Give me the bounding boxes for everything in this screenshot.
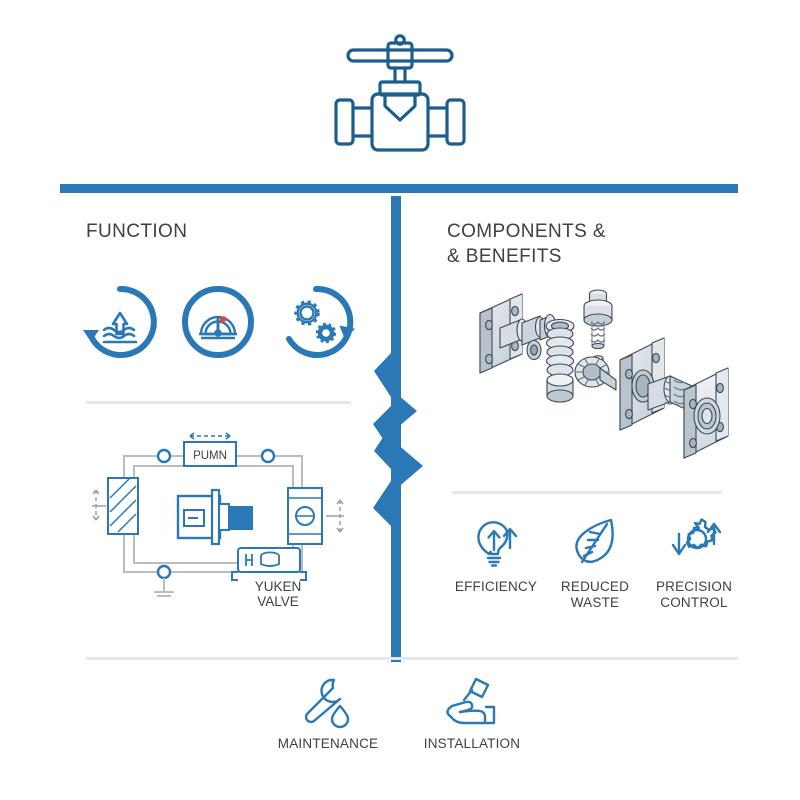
benefit-precision-control: PRECISION CONTROL: [648, 512, 740, 611]
hero-valve-illustration: [0, 18, 800, 168]
schematic-valve-label-line1: YUKEN: [255, 579, 302, 594]
schematic-cylinder-actuator: [176, 488, 253, 546]
top-accent-rule: [60, 184, 738, 193]
schematic-pump-label: PUMN: [193, 450, 227, 462]
benefit-label: REDUCED WASTE: [560, 579, 630, 610]
wrench-droplet-icon: [304, 678, 350, 729]
page-title-components-benefits: COMPONENTS & & BENEFITS: [447, 221, 606, 268]
schematic-ground-symbol: [154, 578, 174, 597]
bottom-item-label: INSTALLATION: [423, 736, 521, 751]
benefit-label: EFFICIENCY: [454, 579, 538, 594]
bottom-item-installation: INSTALLATION: [412, 676, 532, 751]
benefit-icon-wrap: [569, 512, 621, 570]
flow-level-icon: [83, 285, 157, 358]
schematic-junction: [156, 564, 172, 580]
schematic-filter-block: [92, 477, 139, 535]
gear-arrows-icon: [671, 518, 722, 556]
gate-valve-icon: [334, 34, 466, 152]
exploded-right-flange: [683, 367, 729, 459]
benefit-label: PRECISION CONTROL: [655, 579, 733, 610]
schematic-pump-node: PUMN: [183, 432, 237, 467]
page-title-function: FUNCTION: [86, 221, 188, 242]
bottom-item-maintenance: MAINTENANCE: [268, 676, 388, 751]
gears-cycle-icon: [286, 285, 356, 358]
exploded-lock-washer: [574, 356, 617, 391]
function-icon-row: [80, 280, 365, 364]
benefits-row: EFFICIENCY REDUCED WASTE: [450, 512, 740, 632]
benefit-icon-wrap: [467, 512, 525, 570]
bottom-section-divider: [86, 657, 738, 660]
right-section-divider: [452, 491, 722, 494]
function-icon-pressure-gauge: [178, 282, 258, 362]
schematic-valve-label-line2: VALVE: [257, 594, 299, 609]
leaf-icon: [575, 518, 614, 564]
bottom-icon-wrap: [442, 676, 502, 728]
function-icon-flow-level: [80, 282, 160, 362]
chevron-divider-icon: [373, 196, 423, 662]
bottom-icon-wrap: [300, 676, 356, 729]
schematic-junction: [156, 448, 172, 464]
pressure-gauge-icon: [182, 286, 254, 358]
benefit-icon-wrap: [663, 512, 725, 570]
exploded-assembly-icon: [479, 289, 729, 459]
function-icon-gears-cycle: [276, 282, 356, 362]
bottom-icon-row: MAINTENANCE INSTALLATION: [268, 676, 532, 766]
exploded-spring-stack: [545, 318, 575, 403]
hydraulic-circuit-diagram: PUMN: [88, 420, 350, 610]
schematic-junction: [260, 448, 276, 464]
hydraulic-schematic-icon: PUMN: [92, 432, 344, 609]
schematic-yuken-valve-block: [231, 547, 307, 581]
center-divider-arrow: [360, 196, 450, 662]
benefit-efficiency: EFFICIENCY: [450, 512, 542, 595]
bottom-item-label: MAINTENANCE: [277, 736, 379, 751]
lightbulb-arrow-up-icon: [477, 521, 518, 567]
benefit-reduced-waste: REDUCED WASTE: [549, 512, 641, 611]
exploded-valve-assembly: [452, 268, 740, 480]
schematic-accumulator-block: [287, 487, 344, 545]
exploded-top-screw: [583, 289, 613, 367]
left-section-divider: [86, 401, 351, 404]
hand-tool-icon: [446, 677, 496, 725]
